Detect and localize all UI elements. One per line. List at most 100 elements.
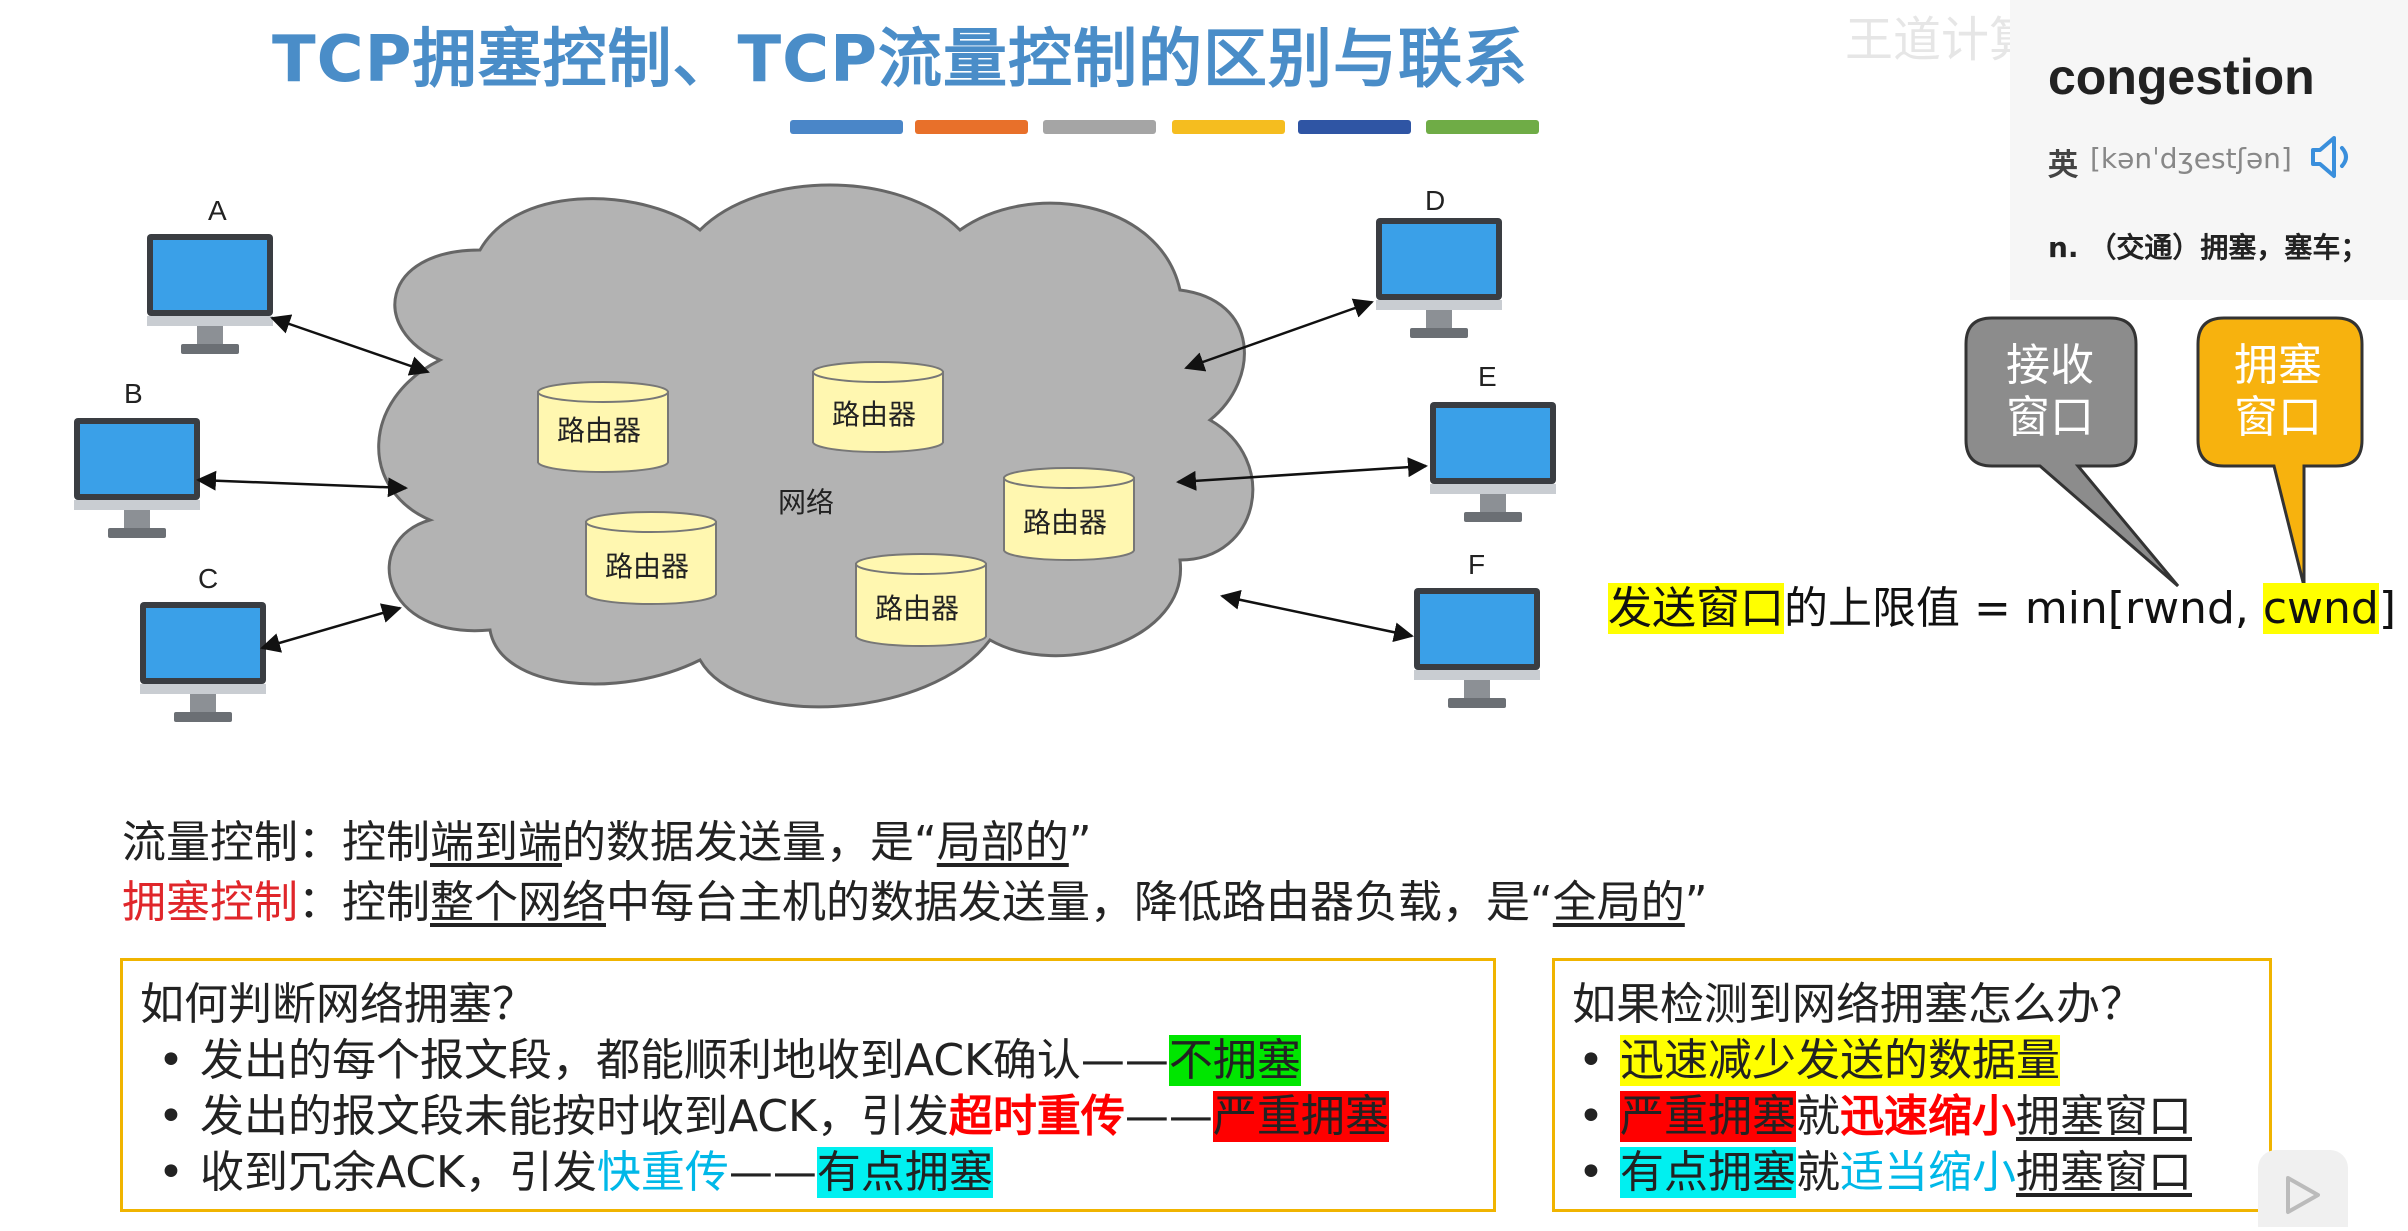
host-d-label: D [1425,185,1445,216]
color-bar-6 [1426,120,1539,134]
congestion-control-global: 全局的 [1552,877,1685,928]
host-d: D [1376,185,1502,338]
judge-item-1: •发出的每个报文段，都能顺利地收到ACK确认——不拥塞 [140,1024,1301,1088]
bullet: • [1578,1147,1604,1198]
link-f [1220,589,1414,643]
bullet: • [1578,1035,1604,1086]
congestion-control-quote: ” [1684,877,1708,928]
receive-window-line1: 接收 [2006,340,2094,391]
action-heading: 如果检测到网络拥塞怎么办？ [1572,979,2144,1030]
host-f-label: F [1468,549,1485,580]
mild-congestion-tag: 有点拥塞 [1620,1147,1796,1198]
congestion-window-line1: 拥塞 [2234,340,2322,391]
router-5: 路由器 [855,553,987,647]
bullet: • [158,1091,184,1142]
flow-control-line: 流量控制：控制端到端的数据发送量，是“局部的” [122,806,1092,870]
timeout-retransmit-term: 超时重传 [948,1091,1125,1142]
network-diagram: 网络 路由器 路由器 路由器 路由器 路由器 A [74,183,1556,722]
congestion-control-text: ：控制 [298,877,430,928]
congestion-control-line: 拥塞控制：控制整个网络中每台主机的数据发送量，降低路由器负载，是“全局的” [122,866,1708,930]
action-item-1: • 迅速减少发送的数据量 [1560,1024,2060,1088]
send-window-formula: 发送窗口的上限值 = min[rwnd, cwnd] [1608,572,2396,636]
formula-end: ] [2378,583,2397,634]
judge-item-3: •收到冗余ACK，引发快重传——有点拥塞 [140,1136,993,1200]
cwnd-term: cwnd [2262,583,2379,634]
host-f: F [1414,549,1540,708]
router-4: 路由器 [585,511,717,605]
router-label: 路由器 [875,592,959,625]
dictionary-language: 英 [2048,148,2078,183]
link-b [196,470,408,498]
host-e-label: E [1478,361,1497,392]
severe-congestion-tag: 严重拥塞 [1620,1091,1796,1142]
flow-control-quote: ” [1068,817,1092,868]
host-a: A [147,195,273,354]
cloud-label: 网络 [778,486,834,519]
host-c: C [140,563,266,722]
router-label: 路由器 [557,414,641,447]
congestion-action-box [1552,958,2272,1212]
window-bubbles: 接收 窗口 拥塞 窗口 [1964,316,2364,588]
congestion-control-scope: 整个网络 [430,877,606,928]
moderate-shrink-term: 适当缩小 [1840,1147,2016,1198]
router-2: 路由器 [812,361,944,453]
play-button[interactable] [2258,1150,2348,1227]
formula-middle: 的上限值 = min[rwnd, [1784,583,2263,634]
links [196,298,1428,653]
receive-window-bubble: 接收 窗口 [1964,316,2180,588]
judge-item-2: •发出的报文段未能按时收到ACK，引发超时重传——严重拥塞 [140,1080,1389,1144]
judge-item-3-text: 收到冗余ACK，引发 [200,1147,597,1198]
congestion-window-term: 拥塞窗口 [2016,1147,2192,1198]
dictionary-word: congestion [2048,49,2315,105]
judge-congestion-box [120,958,1496,1212]
color-bar-2 [915,120,1028,134]
reduce-data-tag: 迅速减少发送的数据量 [1620,1035,2060,1086]
send-window-term: 发送窗口 [1608,583,1784,634]
judge-item-1-text: 发出的每个报文段，都能顺利地收到ACK确认—— [200,1035,1169,1086]
judge-item-3-dash: —— [728,1147,817,1198]
bullet: • [1578,1091,1604,1142]
congestion-window-line2: 窗口 [2234,392,2322,443]
flow-control-scope: 端到端 [430,817,562,868]
slide-title: TCP拥塞控制、TCP流量控制的区别与联系 [271,23,1529,97]
flow-control-label: 流量控制 [122,817,298,868]
router-label: 路由器 [1023,506,1107,539]
action-item-3: • 有点拥塞就适当缩小拥塞窗口 [1560,1136,2192,1200]
judge-heading: 如何判断网络拥塞？ [140,979,536,1030]
link-c [260,603,402,653]
dictionary-definition: n. （交通）拥塞，塞车； [2048,231,2369,264]
color-bar-4 [1172,120,1285,134]
rapid-shrink-term: 迅速缩小 [1840,1091,2016,1142]
judge-item-2-text: 发出的报文段未能按时收到ACK，引发 [200,1091,949,1142]
color-bar-1 [790,120,903,134]
fast-retransmit-term: 快重传 [596,1147,729,1198]
router-3: 路由器 [1003,467,1135,561]
congestion-window-term: 拥塞窗口 [2016,1091,2192,1142]
congestion-control-text: 中每台主机的数据发送量，降低路由器负载，是“ [606,877,1553,928]
flow-control-text: 的数据发送量，是“ [562,817,937,868]
receive-window-line2: 窗口 [2006,392,2094,443]
action-item-3-mid: 就 [1796,1147,1840,1198]
host-b-label: B [124,378,143,409]
flow-control-text: ：控制 [298,817,430,868]
host-e: E [1430,361,1556,522]
host-b: B [74,378,200,538]
dictionary-phonetic: [kənˈdʒestʃən] [2090,142,2292,175]
flow-control-local: 局部的 [936,817,1069,868]
bullet: • [158,1035,184,1086]
congestion-window-bubble: 拥塞 窗口 [2196,316,2364,587]
color-bar-5 [1298,120,1411,134]
action-item-2-mid: 就 [1796,1091,1840,1142]
link-a [270,314,430,376]
host-a-label: A [208,195,227,226]
speaker-icon[interactable] [2310,132,2356,186]
router-1: 路由器 [537,381,669,473]
link-e [1176,457,1428,491]
action-item-2: • 严重拥塞就迅速缩小拥塞窗口 [1560,1080,2192,1144]
color-bar-3 [1043,120,1156,134]
router-label: 路由器 [832,398,916,431]
mild-congestion-tag: 有点拥塞 [816,1147,993,1198]
link-d [1184,298,1374,372]
host-c-label: C [198,563,218,594]
congestion-control-label: 拥塞控制 [122,877,298,928]
